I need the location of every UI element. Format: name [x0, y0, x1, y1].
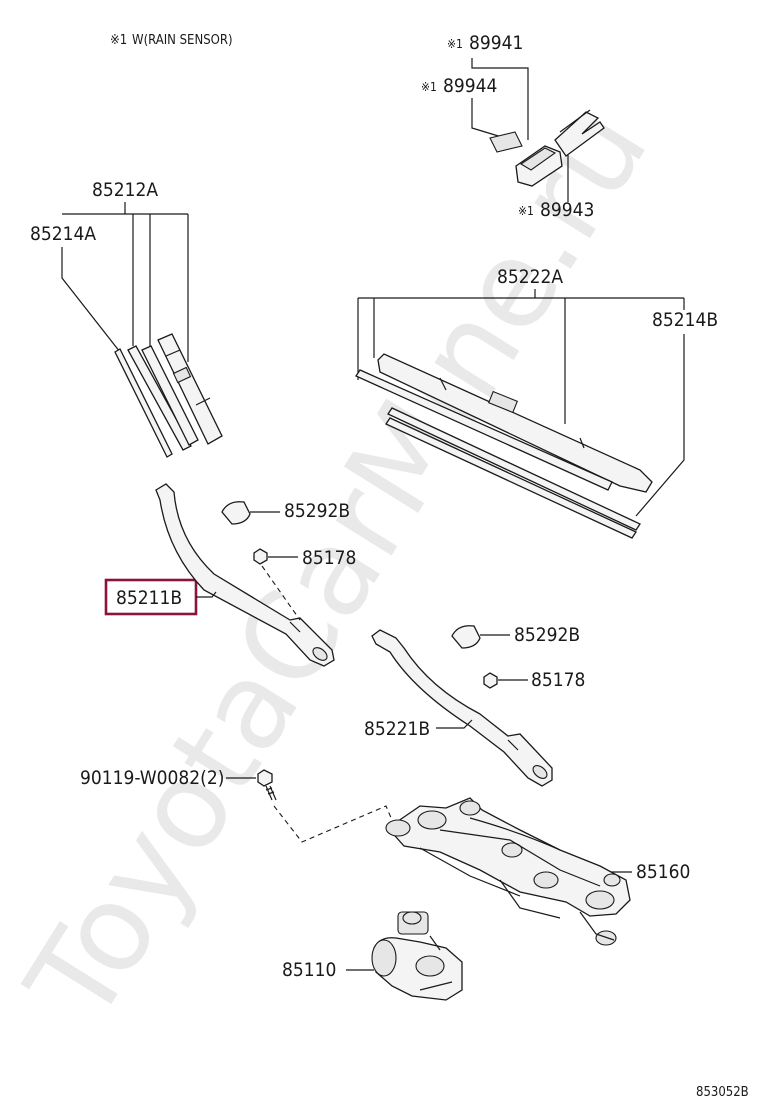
- left-arm-group: 85292B 85178 85211B: [104, 483, 356, 667]
- part-mark-89944: ※1: [421, 80, 437, 94]
- part-label-85214A[interactable]: 85214A: [30, 223, 96, 245]
- left-blade-group: 85212A 85214A: [30, 179, 223, 458]
- linkage-group: 85160: [385, 797, 690, 946]
- part-label-90119[interactable]: 90119-W0082(2): [80, 767, 224, 789]
- part-label-85178-left[interactable]: 85178: [302, 547, 356, 569]
- part-label-85222A[interactable]: 85222A: [497, 266, 563, 288]
- blade-rubber-left: [127, 345, 192, 451]
- bolt-group: 90119-W0082(2): [80, 767, 393, 843]
- right-arm-group: 85292B 85178 85221B: [364, 624, 585, 787]
- part-label-89941[interactable]: 89941: [469, 32, 523, 54]
- blade-refill-left: [114, 348, 173, 458]
- nut-85178-left: [253, 548, 268, 565]
- blade-frame-right: [355, 369, 613, 491]
- part-label-89944[interactable]: 89944: [443, 75, 497, 97]
- rain-sensor-group: ※1 89941 ※1 89944 ※1 89943: [421, 32, 605, 221]
- blade-refill-right: [385, 417, 637, 539]
- blade-rubber-right: [387, 407, 641, 531]
- part-label-85110[interactable]: 85110: [282, 959, 336, 981]
- part-label-85292B-right[interactable]: 85292B: [514, 624, 580, 646]
- part-label-89943[interactable]: 89943: [540, 199, 594, 221]
- motor-group: 85110: [282, 911, 463, 1001]
- part-mark-89941: ※1: [447, 37, 463, 51]
- sensor-pad-shape: [489, 131, 523, 153]
- part-label-85212A[interactable]: 85212A: [92, 179, 158, 201]
- dashed-link-bolt: [273, 805, 393, 843]
- nut-85178-right: [483, 672, 498, 689]
- cap-85292B-left: [221, 501, 251, 525]
- cap-85292B-right: [451, 625, 481, 649]
- blade-cover-left: [157, 333, 223, 445]
- sensor-bracket-shape: [554, 109, 605, 157]
- bolt-90119-shape: [257, 769, 277, 801]
- part-label-85160[interactable]: 85160: [636, 861, 690, 883]
- wiper-motor-85110: [371, 911, 463, 1001]
- part-mark-89943: ※1: [518, 204, 534, 218]
- wiper-linkage-85160: [385, 797, 631, 946]
- rain-sensor-note: ※1 W(RAIN SENSOR): [110, 33, 233, 48]
- dashed-link-left-arm: [261, 565, 301, 621]
- leader-85211B: [196, 591, 217, 598]
- note-text: W(RAIN SENSOR): [132, 33, 233, 48]
- blade-cover-right: [377, 353, 653, 493]
- leader-85214A: [61, 247, 121, 353]
- rain-sensor-shape: [515, 145, 563, 187]
- part-label-85178-right[interactable]: 85178: [531, 669, 585, 691]
- leader-89941: [471, 58, 529, 140]
- part-label-85214B[interactable]: 85214B: [652, 309, 718, 331]
- part-label-85221B[interactable]: 85221B: [364, 718, 430, 740]
- leader-85221B: [436, 719, 473, 729]
- diagram-code: 853052B: [696, 1085, 749, 1100]
- leader-85214B: [635, 334, 685, 517]
- note-mark: ※1: [110, 33, 127, 48]
- part-label-85292B-left[interactable]: 85292B: [284, 500, 350, 522]
- blade-frame-left: [141, 345, 199, 446]
- part-label-85211B[interactable]: 85211B: [116, 587, 182, 609]
- wiper-arm-85221B: [371, 629, 553, 787]
- right-blade-group: 85222A 85214B: [355, 266, 718, 539]
- leader-89944: [471, 98, 506, 139]
- wiper-arm-85211B: [155, 483, 335, 667]
